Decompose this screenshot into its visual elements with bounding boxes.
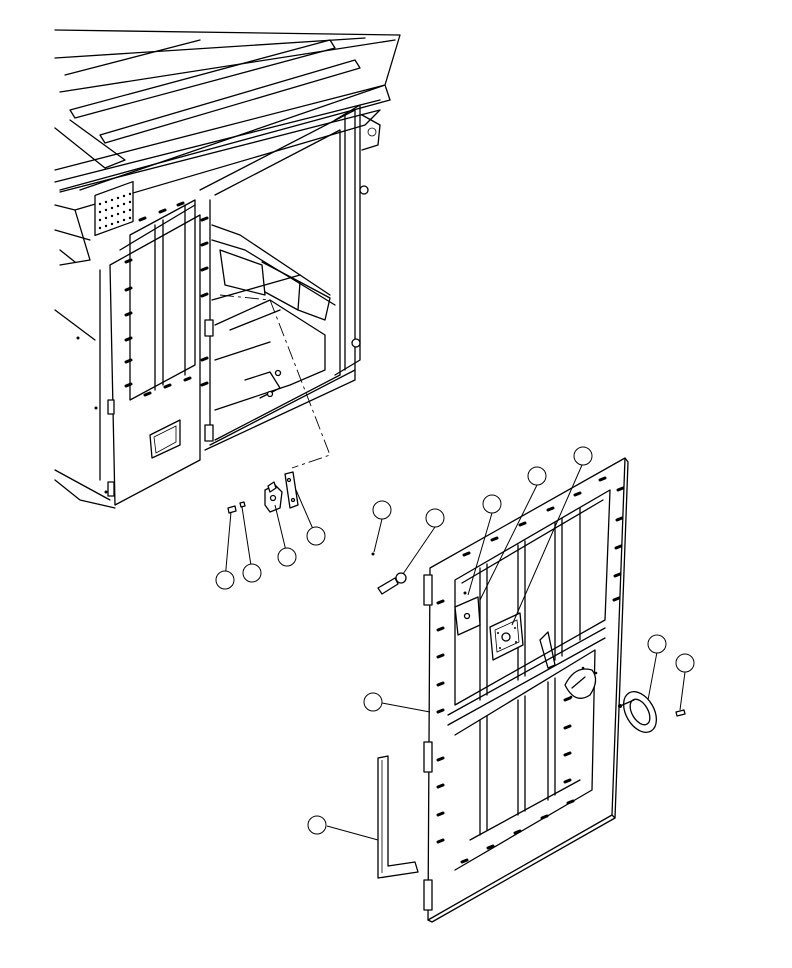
door-seal-strip <box>377 755 419 879</box>
striker-screw <box>227 505 237 514</box>
callout-bubble-10[interactable] <box>647 634 667 654</box>
handle-cutout <box>564 668 597 699</box>
callout-bubble-11[interactable] <box>675 653 695 673</box>
callout-bubbles <box>215 446 695 835</box>
outside-handle <box>618 691 686 733</box>
cab-frame <box>54 29 401 509</box>
striker-assembly <box>227 471 299 514</box>
door-hinge-top <box>423 574 433 606</box>
striker-washer <box>239 501 246 508</box>
callout-bubble-3[interactable] <box>242 563 262 583</box>
door-panel <box>423 457 629 923</box>
callout-bubble-1[interactable] <box>306 526 326 546</box>
callout-bubble-6[interactable] <box>425 508 445 528</box>
callout-bubble-12[interactable] <box>363 692 383 712</box>
callout-bubble-2[interactable] <box>277 547 297 567</box>
lock-cylinder <box>371 552 407 595</box>
door-hinge-middle <box>423 741 433 773</box>
callout-leaders <box>224 464 686 841</box>
callout-bubble-8[interactable] <box>527 466 547 486</box>
cab-bolt-slots <box>124 201 209 397</box>
callout-bubble-13[interactable] <box>307 815 327 835</box>
callout-bubble-9[interactable] <box>573 446 593 466</box>
vent-grille-dots <box>98 192 132 230</box>
callout-bubble-7[interactable] <box>482 494 502 514</box>
door-hinge-bottom <box>423 879 433 911</box>
callout-bubble-4[interactable] <box>215 570 235 590</box>
callout-bubble-5[interactable] <box>372 500 392 520</box>
